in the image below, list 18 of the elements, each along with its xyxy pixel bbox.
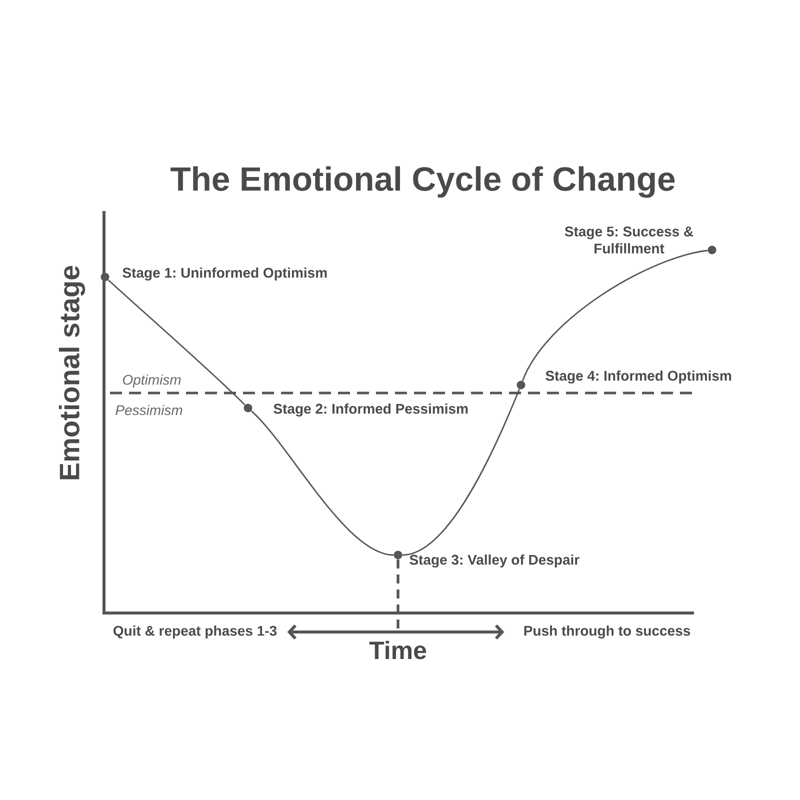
stage-label: Stage 1: Uninformed Optimism — [122, 267, 327, 281]
zone-label: Pessimism — [116, 404, 182, 416]
curve-line — [108, 279, 246, 406]
dashed-line — [396, 559, 400, 631]
axis-label: Time — [369, 640, 426, 660]
stage-label: Stage 5: Success & Fulfillment — [564, 226, 694, 254]
zone-label: Optimism — [122, 374, 181, 388]
curve-line — [522, 250, 708, 382]
stage-label: Stage 3: Valley of Despair — [410, 554, 580, 568]
axis-label: Emotional stage — [58, 266, 86, 480]
curve-line — [402, 388, 520, 556]
curve-line — [250, 410, 394, 556]
title: The Emotional Cycle of Change — [170, 166, 675, 198]
direction-label: Push through to success — [524, 625, 690, 639]
double-arrow — [287, 624, 504, 640]
stage-label: Stage 4: Informed Optimism — [546, 370, 732, 384]
direction-label: Quit & repeat phases 1-3 — [114, 625, 277, 639]
stage-label: Stage 2: Informed Pessimism — [274, 403, 468, 417]
